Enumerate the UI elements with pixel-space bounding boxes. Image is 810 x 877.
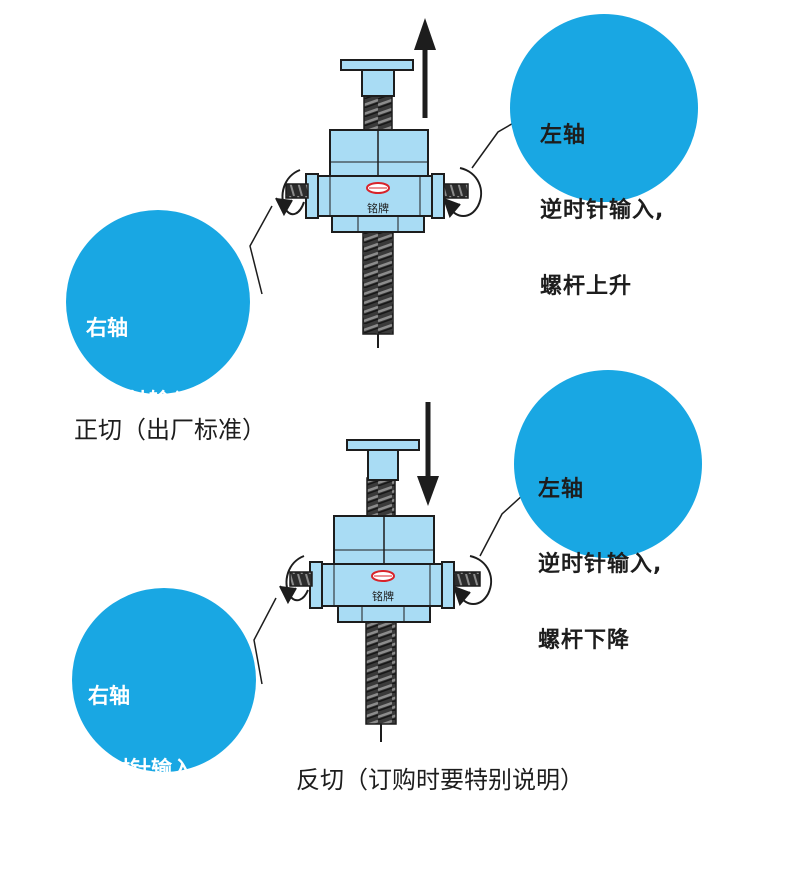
lower-right-line-3: 螺杆下降 xyxy=(538,628,631,654)
upper-left-rotation-arrow-icon xyxy=(443,167,483,219)
upper-right-rotation-arrow-icon xyxy=(275,169,305,217)
upper-top-plate xyxy=(340,59,414,71)
upper-housing-top xyxy=(329,129,429,177)
upper-left-bubble xyxy=(66,210,250,394)
upper-assembly: 铭牌 xyxy=(66,14,698,394)
lower-right-bubble-text: 左轴 逆时针输入, 螺杆下降 xyxy=(538,426,662,679)
upper-screw-upper xyxy=(363,91,393,131)
lower-caption: 反切（订购时要特别说明） xyxy=(296,766,584,794)
upper-nameplate-label: 铭牌 xyxy=(367,201,389,215)
upper-right-input-shaft xyxy=(285,183,309,199)
lower-right-leader xyxy=(479,493,525,557)
upper-lift-arrow-icon xyxy=(414,18,436,118)
upper-caption: 正切（出厂标准） xyxy=(74,416,266,444)
lower-left-leader xyxy=(253,597,277,685)
lower-top-plate xyxy=(346,439,420,451)
upper-left-leader xyxy=(249,205,273,295)
upper-right-line-3: 螺杆上升 xyxy=(540,274,633,300)
upper-left-input-shaft xyxy=(443,183,469,199)
lower-left-line-1: 右轴 xyxy=(88,684,130,709)
upper-left-bubble-text: 右轴 顺时针输入, 螺杆上升 xyxy=(86,268,199,509)
lower-assembly: 铭牌 xyxy=(72,370,702,772)
upper-screw-lower xyxy=(362,229,394,335)
lower-left-bubble-text: 右轴 顺时针输入, 螺杆下降 xyxy=(88,636,201,877)
lower-right-bubble xyxy=(514,370,702,558)
lower-left-bubble xyxy=(72,588,256,772)
upper-left-line-2: 顺时针输入, xyxy=(86,388,199,413)
lower-right-rotation-arrow-icon xyxy=(279,555,309,605)
diagram-canvas: 铭牌 xyxy=(66,14,702,794)
lower-screw-upper xyxy=(366,477,396,519)
upper-left-line-1: 右轴 xyxy=(86,316,128,341)
lower-left-line-2: 顺时针输入, xyxy=(88,756,201,781)
upper-right-bubble xyxy=(510,14,698,202)
lower-descend-arrow-icon xyxy=(417,402,439,506)
lower-screw-lower xyxy=(365,617,397,725)
lower-right-line-2: 逆时针输入, xyxy=(538,552,663,578)
lower-left-input-shaft xyxy=(453,571,481,587)
upper-right-line-1: 左轴 xyxy=(540,122,587,148)
upper-right-bubble-text: 左轴 逆时针输入, 螺杆上升 xyxy=(540,72,664,325)
diagram-svg: 铭牌 xyxy=(66,14,702,772)
upper-left-line-3: 螺杆上升 xyxy=(86,461,170,486)
lower-right-input-shaft xyxy=(289,571,313,587)
lower-nameplate-label: 铭牌 xyxy=(372,589,394,603)
upper-right-line-2: 逆时针输入, xyxy=(540,198,665,224)
lower-left-line-3: 螺杆下降 xyxy=(88,829,172,854)
lower-left-rotation-arrow-icon xyxy=(453,555,493,607)
lower-right-line-1: 左轴 xyxy=(538,476,585,502)
